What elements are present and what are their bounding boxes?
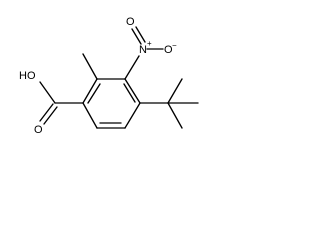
ring-bond-c3-c4 [124,102,141,129]
carboxyl-bond-c-oh [39,81,56,104]
ring-double-bond-inner-1 [123,83,136,103]
chemical-structure-diagram: N + O O − HO O [19,16,199,136]
nitro-bond-c-n [124,55,140,80]
ring-double-bond-inner-3 [87,83,101,104]
nitro-bond-n-o-double-a [131,28,142,45]
carboxyl-bond-c-o-double-a [39,103,54,122]
ring-bond-c2-c3 [124,78,141,104]
nitro-bond-n-o-double-b [135,26,146,43]
tbutyl-bond-methyl-up [167,78,183,104]
methyl-bond [82,53,98,80]
nitro-oxygen-double-label: O [126,16,135,28]
carbonyl-oxygen-label: O [34,124,43,136]
nitro-nitrogen-label: N [139,44,147,56]
carboxyl-bond-c-o-double-b [43,106,58,125]
tert-butyl-group [139,78,199,129]
carboxylic-acid-group: HO O [19,70,84,136]
benzene-ring [82,78,141,129]
ring-bond-c6-c1 [82,78,98,104]
tbutyl-bond-methyl-down [167,102,183,129]
hydroxyl-label: HO [19,70,36,82]
nitro-oxygen-single-label: O [164,44,173,56]
ring-bond-c5-c6 [82,102,98,129]
nitro-oxygen-charge: − [172,41,177,50]
nitro-nitrogen-charge: + [147,39,152,48]
nitro-group: N + O O − [124,16,177,80]
